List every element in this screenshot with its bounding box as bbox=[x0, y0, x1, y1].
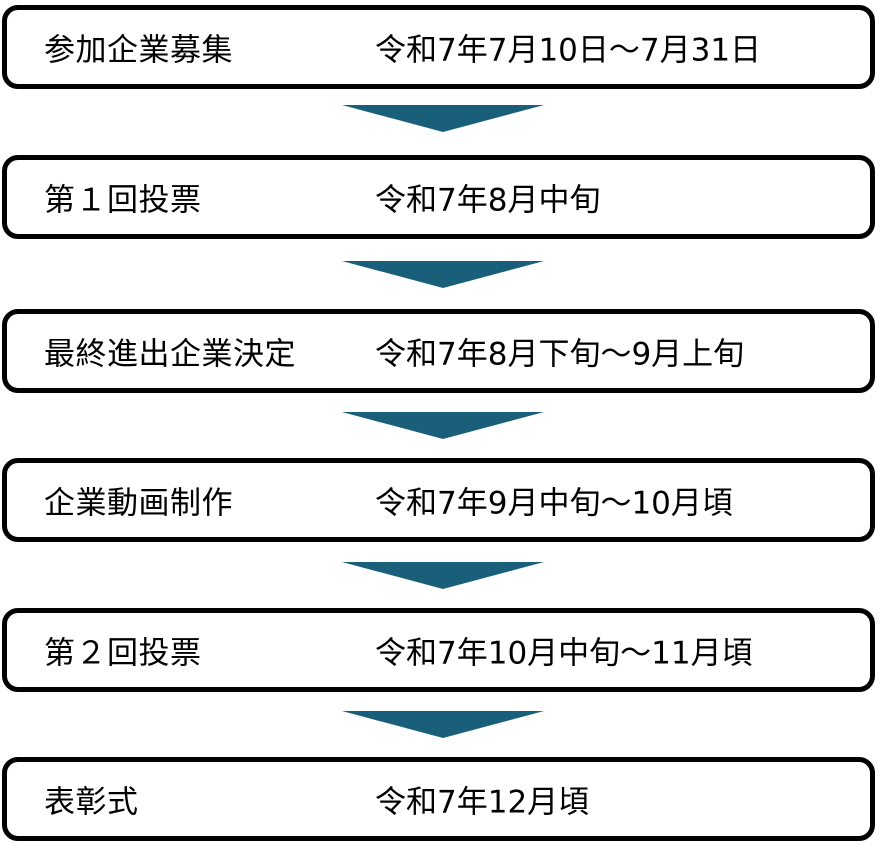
step-label: 最終進出企業決定 bbox=[44, 336, 296, 373]
step-company-video-production: 企業動画制作 令和7年9月中旬～10月頃 bbox=[2, 458, 875, 542]
step-date: 令和7年7月10日～7月31日 bbox=[375, 32, 762, 69]
step-award-ceremony: 表彰式 令和7年12月頃 bbox=[2, 757, 875, 841]
step-finalist-decision: 最終進出企業決定 令和7年8月下旬～9月上旬 bbox=[2, 309, 875, 393]
step-label: 企業動画制作 bbox=[44, 485, 233, 522]
step-label: 表彰式 bbox=[44, 784, 139, 821]
step-date: 令和7年12月頃 bbox=[375, 784, 590, 821]
step-second-vote: 第２回投票 令和7年10月中旬～11月頃 bbox=[2, 608, 875, 692]
step-label: 参加企業募集 bbox=[44, 32, 233, 69]
step-date: 令和7年8月下旬～9月上旬 bbox=[375, 336, 745, 373]
step-date: 令和7年8月中旬 bbox=[375, 182, 601, 219]
down-arrow-icon bbox=[342, 261, 544, 288]
step-first-vote: 第１回投票 令和7年8月中旬 bbox=[2, 155, 875, 239]
step-participant-recruitment: 参加企業募集 令和7年7月10日～7月31日 bbox=[2, 5, 875, 89]
down-arrow-icon bbox=[342, 711, 544, 738]
down-arrow-icon bbox=[342, 105, 544, 132]
down-arrow-icon bbox=[342, 562, 544, 589]
step-label: 第２回投票 bbox=[44, 635, 202, 672]
down-arrow-icon bbox=[342, 412, 544, 439]
step-date: 令和7年9月中旬～10月頃 bbox=[375, 485, 733, 522]
step-date: 令和7年10月中旬～11月頃 bbox=[375, 635, 753, 672]
step-label: 第１回投票 bbox=[44, 182, 202, 219]
